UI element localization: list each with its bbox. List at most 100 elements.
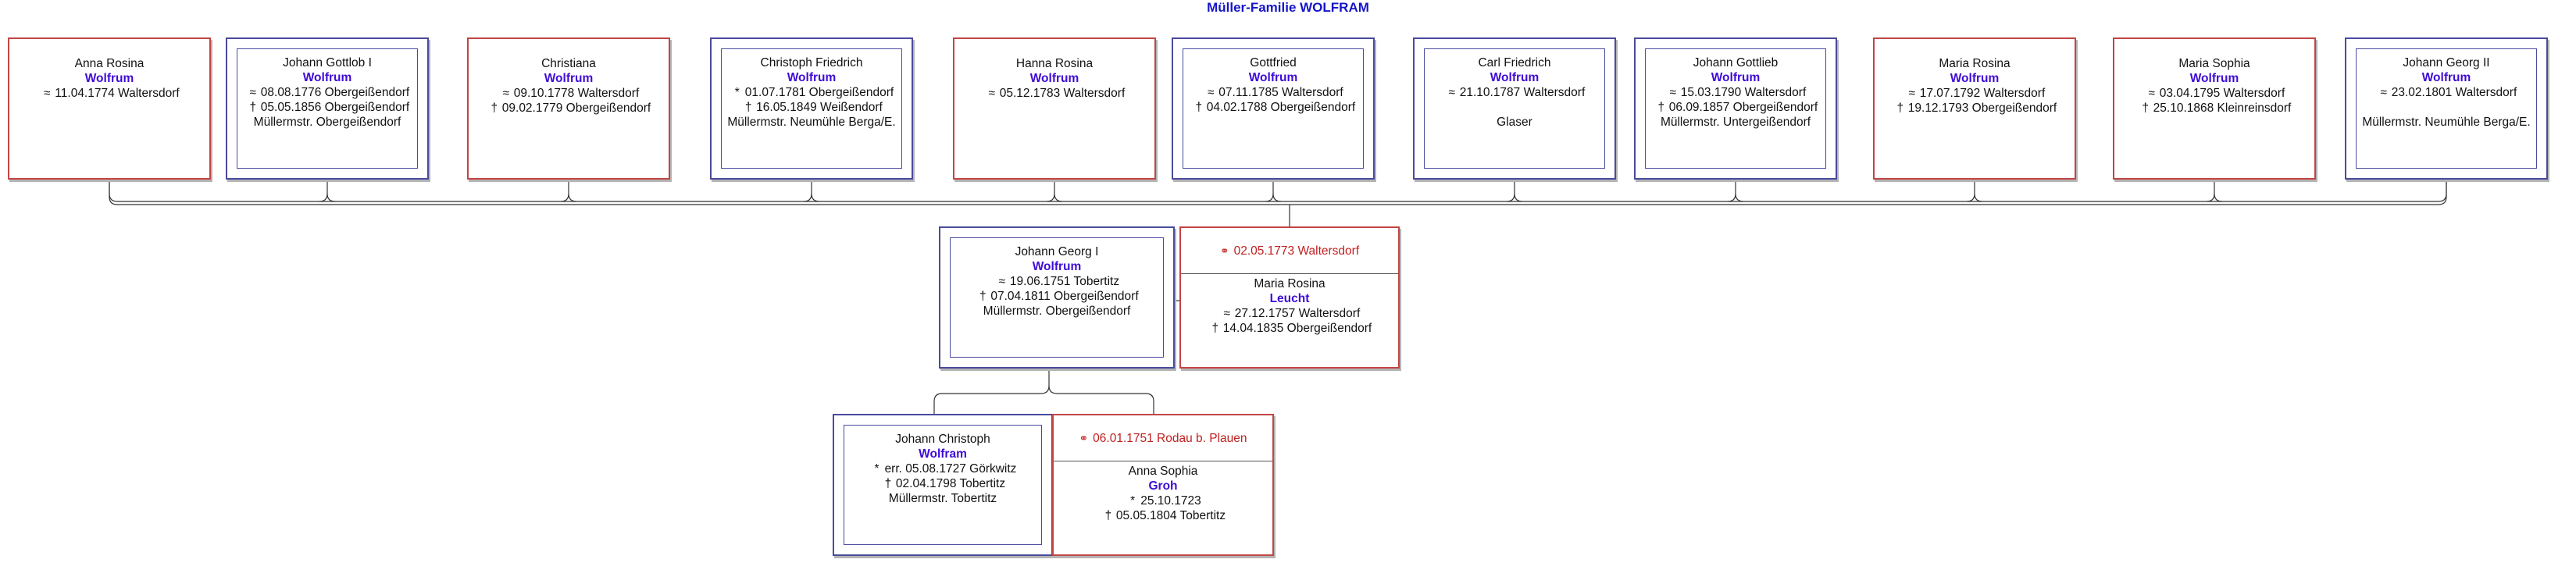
page-title: Müller-Familie WOLFRAM: [1207, 0, 1369, 15]
event-symbol-icon: ≈: [249, 86, 257, 99]
event-symbol-icon: ≈: [502, 87, 509, 100]
event-symbol-icon: †: [1896, 102, 1904, 115]
given-name: Johann Gottlieb: [1693, 56, 1779, 69]
child-drop-5: [1514, 180, 1523, 202]
event-text: 07.04.1811 Obergeißendorf: [990, 290, 1139, 303]
event-symbol-icon: †: [249, 101, 257, 114]
child-drop-left-7: [1966, 193, 1975, 202]
event-symbol-icon: ≈: [1908, 87, 1915, 100]
event-text: [1513, 101, 1516, 114]
event-symbol-icon: ≈: [1223, 307, 1230, 320]
event-text: 27.12.1757 Waltersdorf: [1234, 307, 1361, 320]
event-symbol-icon: ≈: [2148, 87, 2155, 100]
marriage-date: 02.05.1773 Waltersdorf: [1233, 244, 1360, 258]
event-symbol-icon: †: [1211, 322, 1219, 335]
event-text: 14.04.1835 Obergeißendorf: [1222, 322, 1372, 335]
event-text: 03.04.1795 Waltersdorf: [2159, 87, 2285, 100]
event-symbol-icon: ≈: [1669, 86, 1676, 99]
event-text: 16.05.1849 Weißendorf: [756, 101, 883, 114]
child-drop-left-5: [1506, 193, 1515, 202]
event-line-1: †14.04.1835 Obergeißendorf: [1181, 321, 1398, 336]
given-name: Hanna Rosina: [1015, 57, 1094, 70]
given-name: Johann Georg I: [1015, 245, 1099, 258]
event-symbol-icon: †: [2142, 102, 2149, 115]
surname: Wolfrum: [2421, 71, 2471, 84]
child-drop-left-4: [1265, 193, 1274, 202]
event-line-1: †25.10.1868 Kleinreinsdorf: [2114, 101, 2314, 116]
event-line-0: ≈11.04.1774 Waltersdorf: [9, 86, 209, 101]
event-text: 21.10.1787 Waltersdorf: [1459, 86, 1586, 99]
event-line-2: Müllermstr. Neumühle Berga/E.: [722, 115, 901, 130]
given-name: Gottfried: [1250, 56, 1297, 69]
event-line-0: ≈08.08.1776 Obergeißendorf: [237, 85, 417, 100]
event-line-0: ≈03.04.1795 Waltersdorf: [2114, 86, 2314, 101]
child-drop-left-8: [2206, 193, 2215, 202]
event-symbol-icon: ≈: [988, 87, 995, 100]
child-drop-left-3: [1046, 193, 1055, 202]
event-text: 08.08.1776 Obergeißendorf: [260, 86, 410, 99]
grandparents-bracket-left: [933, 369, 1050, 414]
event-symbol-icon: *: [734, 86, 740, 99]
event-text: 04.02.1788 Obergeißendorf: [1206, 101, 1356, 114]
child-drop-3: [1054, 180, 1063, 202]
event-line-2: Müllermstr. Obergeißendorf: [951, 304, 1163, 319]
surname: Groh: [1148, 479, 1178, 493]
event-line-0: ≈23.02.1801 Waltersdorf: [2357, 85, 2536, 100]
event-line-1: [1425, 100, 1604, 115]
child-drop-2: [811, 180, 820, 202]
event-line-1: †05.05.1804 Tobertitz: [1054, 508, 1272, 523]
event-line-2: Glaser: [1425, 115, 1604, 130]
surname: Wolfrum: [1711, 71, 1761, 84]
event-line-1: † 16.05.1849 Weißendorf: [722, 100, 901, 115]
event-text: 17.07.1792 Waltersdorf: [1919, 87, 2046, 100]
given-name: Maria Sophia: [2178, 57, 2250, 70]
event-line-0: ≈15.03.1790 Waltersdorf: [1646, 85, 1825, 100]
event-symbol-icon: †: [884, 477, 892, 490]
children-bracket: [109, 180, 2447, 202]
given-name: Maria Rosina: [1254, 277, 1325, 290]
event-symbol-icon: ≈: [44, 87, 51, 100]
event-text: 01.07.1781 Obergeißendorf: [744, 86, 894, 99]
given-name: Johann Gottlob I: [283, 56, 372, 69]
surname: Wolfrum: [1950, 72, 2000, 85]
event-text: 25.10.1723: [1140, 494, 1201, 508]
event-line-0: ≈27.12.1757 Waltersdorf: [1181, 306, 1398, 321]
event-line-0: *err. 05.08.1727 Görkwitz: [844, 461, 1041, 476]
event-line-1: †04.02.1788 Obergeißendorf: [1183, 100, 1363, 115]
event-text: err. 05.08.1727 Görkwitz: [884, 462, 1017, 476]
given-name: Johann Georg II: [2403, 56, 2490, 69]
event-symbol-icon: ≈: [2380, 86, 2387, 99]
child-drop-left-1: [560, 193, 569, 202]
given-name: Anna Rosina: [74, 57, 144, 70]
event-text: 05.12.1783 Waltersdorf: [999, 87, 1126, 100]
event-text: 02.04.1798 Tobertitz: [895, 477, 1006, 490]
event-line-0: ≈09.10.1778 Waltersdorf: [469, 86, 669, 101]
child-drop-left-0: [319, 193, 328, 202]
event-symbol-icon: †: [744, 101, 752, 114]
child-card-johann-georg-ii[interactable]: Johann Georg II Wolfrum≈23.02.1801 Walter…: [2345, 37, 2548, 180]
event-text: Müllermstr. Neumühle Berga/E.: [727, 116, 896, 129]
